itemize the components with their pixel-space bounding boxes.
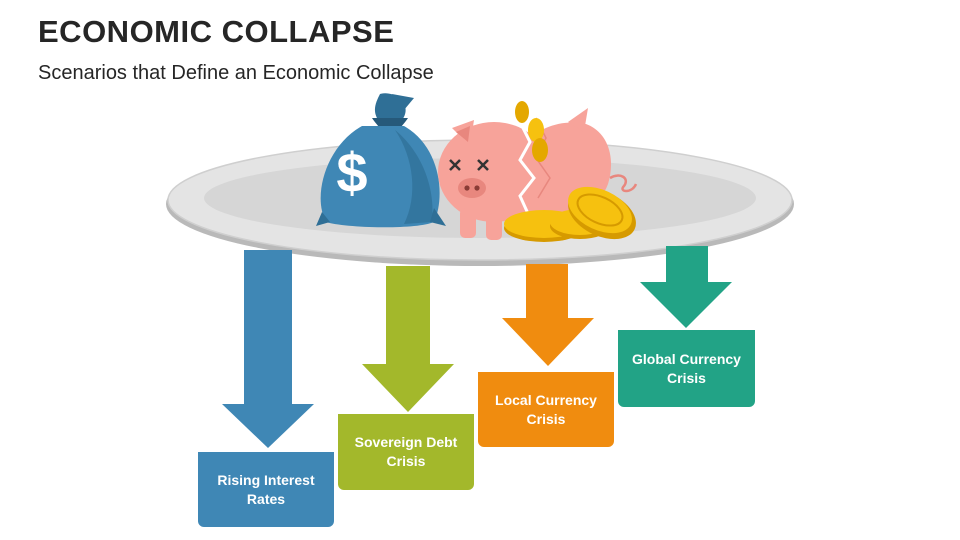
scenario-label: Global Currency Crisis xyxy=(632,350,741,386)
page-title: ECONOMIC COLLAPSE xyxy=(38,14,395,49)
scenario-label: Local Currency Crisis xyxy=(495,391,597,427)
scenario-box-global-currency: Global Currency Crisis xyxy=(618,330,755,407)
arrow-global-currency xyxy=(640,246,732,328)
arrow-local-currency xyxy=(502,264,594,366)
scenario-box-local-currency: Local Currency Crisis xyxy=(478,372,614,447)
dollar-sign-icon: $ xyxy=(336,141,367,204)
scenario-label: Rising Interest Rates xyxy=(217,471,315,507)
scenario-box-rising-interest: Rising Interest Rates xyxy=(198,452,334,527)
gold-coin-icon xyxy=(504,101,636,242)
scenario-label: Sovereign Debt Crisis xyxy=(354,434,458,469)
arrow-rising-interest xyxy=(222,250,314,448)
money-bag-icon: $ xyxy=(316,93,446,228)
scenario-box-sovereign-debt: Sovereign Debt Crisis xyxy=(338,414,474,490)
broken-piggy-bank-icon xyxy=(438,108,638,240)
page-subtitle: Scenarios that Define an Economic Collap… xyxy=(38,62,434,84)
arrow-sovereign-debt xyxy=(362,266,454,412)
